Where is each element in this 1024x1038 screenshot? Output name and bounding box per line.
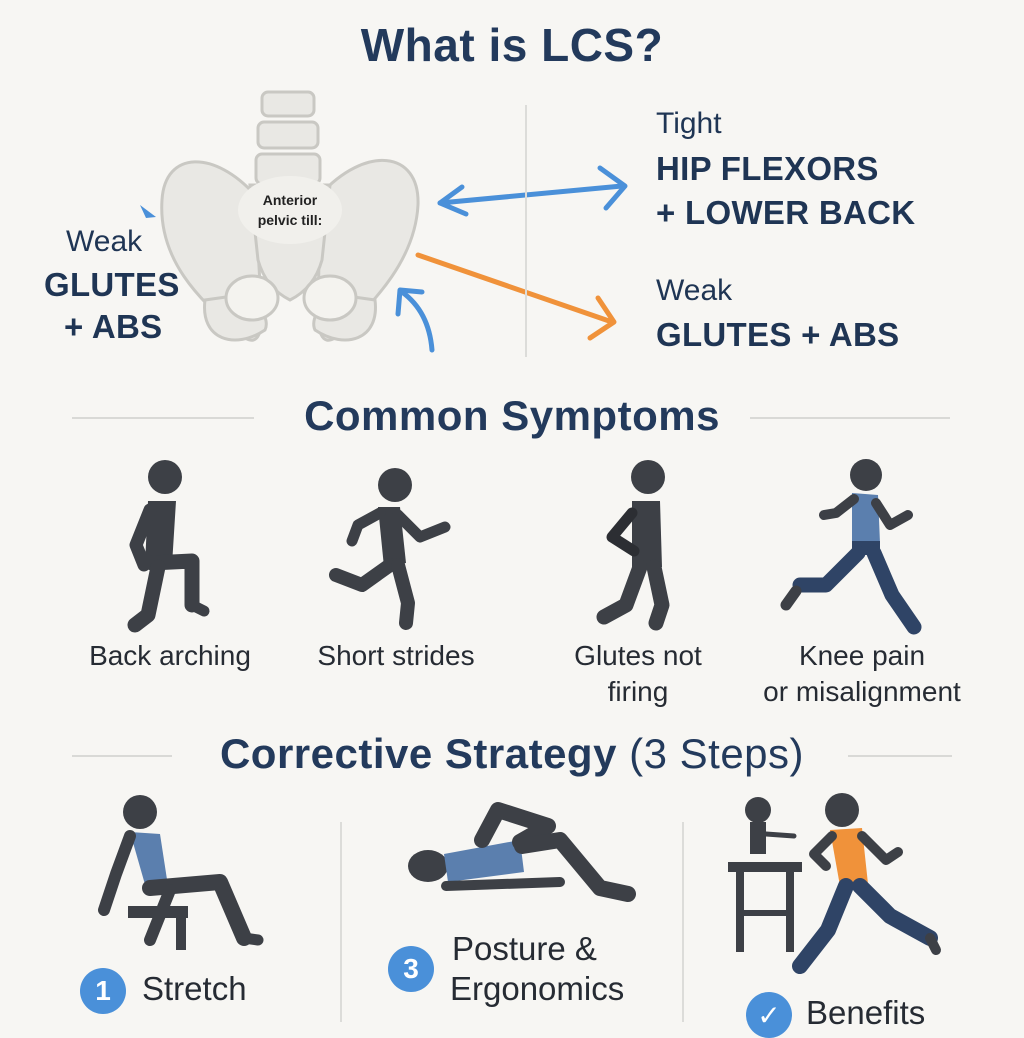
right-bottom-weak: Weak [656, 274, 733, 307]
figure-glutes-not-firing [596, 460, 670, 631]
strategy-rule-right [848, 755, 952, 757]
symptoms-title: Common Symptoms [304, 392, 720, 439]
right-top-tight: Tight [656, 107, 722, 140]
vertebra-top [260, 90, 316, 118]
orange-arrow [415, 252, 617, 341]
left-label-abs: + ABS [64, 308, 163, 345]
left-obturator [224, 274, 280, 322]
strategy-title-sub: (3 Steps) [629, 730, 805, 777]
step-label-benefits: Benefits [806, 994, 926, 1031]
figure-back-arching [127, 460, 210, 633]
figure-glute-bridge [408, 802, 636, 902]
figure-short-strides [329, 468, 451, 630]
right-top-lower-back: + LOWER BACK [656, 194, 916, 231]
vertebra-mid [256, 120, 320, 150]
left-label-glutes: GLUTES [44, 266, 180, 303]
symptom-figures [127, 459, 922, 635]
symptom-caption-1-line1: Back arching [89, 640, 251, 671]
right-obturator [302, 274, 358, 322]
strategy-rule-left [72, 755, 172, 757]
step-badge-3: 3 [388, 946, 434, 992]
section-divider-vertical [525, 105, 527, 357]
strategy-divider-1 [340, 822, 342, 1022]
symptom-caption-4-line2: or misalignment [763, 676, 961, 707]
step-label-stretch: Stretch [142, 970, 247, 1007]
symptom-caption-2: Short strides [286, 638, 506, 674]
symptom-caption-3-line1: Glutes not [574, 640, 702, 671]
symptom-caption-3: Glutes not firing [528, 638, 748, 710]
strategy-title-main: Corrective Strategy [219, 730, 617, 777]
step-label-ergonomics: Ergonomics [450, 970, 625, 1007]
figure-knee-pain-runner [780, 459, 922, 635]
symptom-caption-4-line1: Knee pain [798, 640, 926, 671]
symptoms-rule-left [72, 417, 254, 419]
symptom-caption-4: Knee pain or misalignment [742, 638, 982, 710]
step-badge-1: 1 [80, 968, 126, 1014]
strategy-divider-2 [682, 822, 684, 1022]
symptom-caption-2-line1: Short strides [317, 640, 475, 671]
figure-desk-and-runner [728, 793, 941, 974]
left-label-weak: Weak [66, 225, 143, 258]
symptom-caption-1: Back arching [60, 638, 280, 674]
blue-double-arrow [437, 165, 628, 217]
blue-tick-mark [140, 205, 156, 218]
pelvis-label-line2: pelvic till: [258, 212, 323, 228]
symptoms-rule-right [750, 417, 950, 419]
right-bottom-glutes-abs: GLUTES + ABS [656, 316, 900, 353]
figure-stretch [98, 795, 264, 950]
pelvis-label-line1: Anterior [263, 192, 318, 208]
page-title: What is LCS? [360, 19, 664, 71]
strategy-title: Corrective Strategy (3 Steps) [0, 730, 1024, 778]
symptom-caption-3-line2: firing [607, 676, 669, 707]
strategy-figures [98, 793, 941, 974]
right-top-hip-flexors: HIP FLEXORS [656, 150, 879, 187]
pelvis-illustration: Anterior pelvic till: [140, 90, 628, 353]
step-label-posture: Posture & [452, 930, 597, 967]
step-badge-check: ✓ [746, 992, 792, 1038]
blue-curved-arrow [395, 287, 435, 353]
